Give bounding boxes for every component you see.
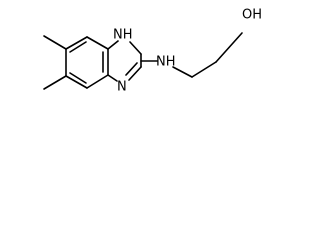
chemical-structure-diagram: NH N NH OH	[43, 8, 262, 95]
bond-c7-c7a	[86, 36, 109, 50]
bond-n3-c3a	[107, 74, 118, 82]
methyl-bond-lower	[43, 75, 67, 90]
bond-c2-n3	[128, 66, 142, 81]
double-bond-c2-n3-inner	[125, 62, 138, 76]
bond-c7a-n1	[107, 40, 119, 50]
imidazole-ring	[107, 40, 142, 82]
bond-n1-c2	[129, 41, 142, 55]
double-bond-c6-c7-inner	[69, 41, 87, 53]
nh-amine-label: NH	[156, 55, 176, 70]
bond-c3a-c4	[86, 74, 109, 89]
bond-c4-c5	[65, 75, 88, 89]
bond-ch2-o	[215, 32, 243, 63]
methyl-bond-upper	[43, 35, 67, 50]
benzene-ring	[65, 36, 109, 89]
bond-c6-c7	[65, 36, 88, 50]
bond-nh-ch2	[172, 66, 193, 78]
nh-ring-label: NH	[113, 28, 133, 43]
bond-ch2-ch2	[191, 61, 217, 78]
oh-label: OH	[242, 8, 262, 23]
n-ring-label: N	[117, 80, 127, 95]
double-bond-c4-c5-inner	[69, 72, 87, 84]
